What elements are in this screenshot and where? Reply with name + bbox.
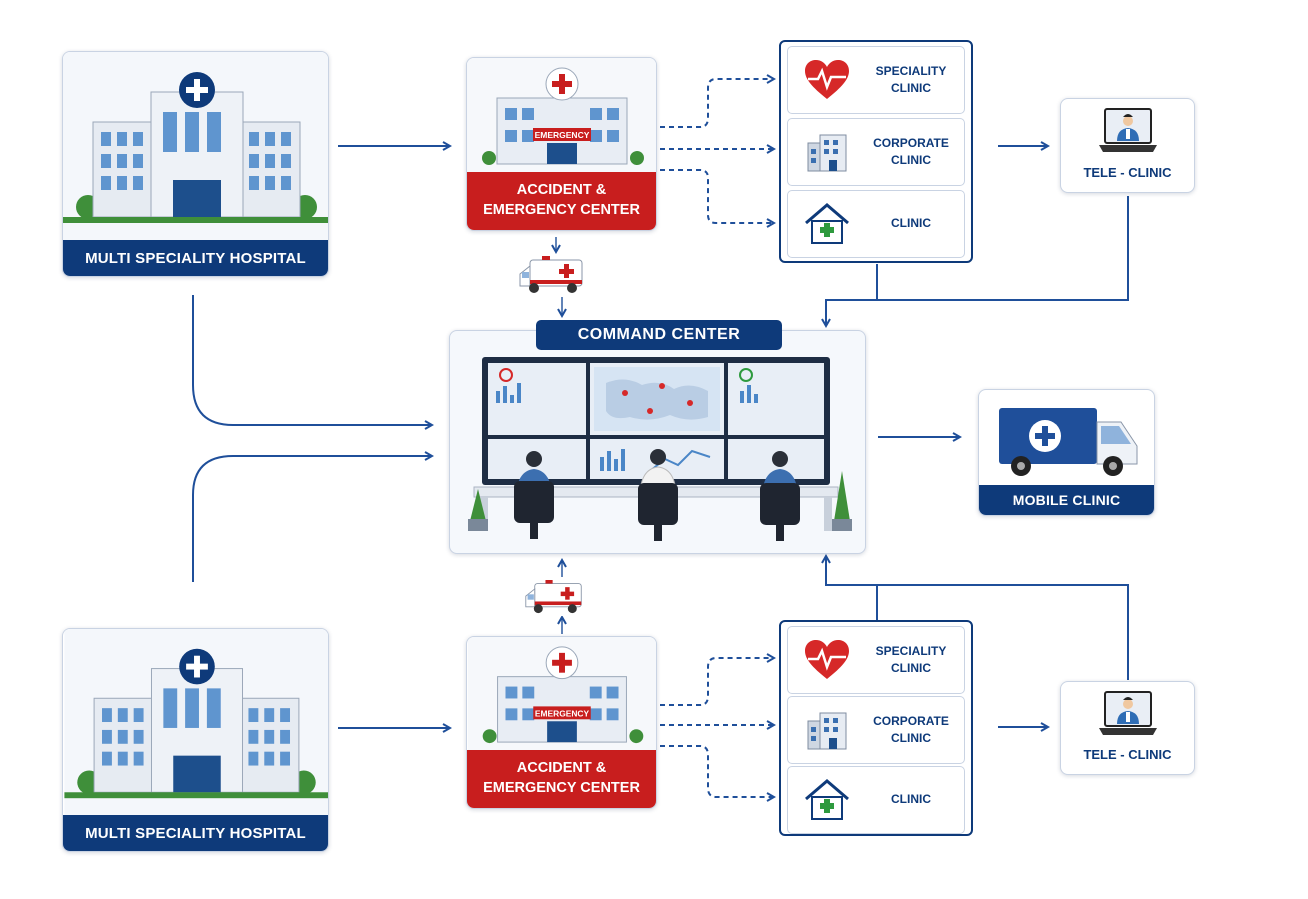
line-tele2-up <box>877 584 1129 680</box>
mobile-clinic-card: MOBILE CLINIC <box>978 389 1155 516</box>
tele-clinic-card: TELE - CLINIC <box>1060 98 1195 193</box>
emergency-center-label: ACCIDENT & EMERGENCY CENTER <box>467 172 656 230</box>
emergency-center-label: ACCIDENT & EMERGENCY CENTER <box>467 750 656 808</box>
mobile-clinic-van-icon <box>999 408 1138 476</box>
laptop-doctor-icon <box>1099 108 1157 152</box>
corporate-clinic-item: CORPORATE CLINIC <box>787 696 965 764</box>
heart-pulse-icon <box>805 640 849 679</box>
line-tele1-down <box>877 196 1129 301</box>
dash-ae1-speciality <box>660 79 774 128</box>
arrow-hospital2-to-command <box>192 456 432 582</box>
clinic-house-icon <box>805 779 849 820</box>
arrow-hospital1-to-command <box>192 295 432 425</box>
hospital-building-icon <box>64 629 328 817</box>
clinic-label: CORPORATE CLINIC <box>873 135 949 167</box>
emergency-center-card: EMERGENCY ACCIDENT & EMERGENCY CENTER <box>466 636 657 809</box>
laptop-doctor-icon <box>1099 691 1157 735</box>
dash-ae2-speciality <box>660 658 774 706</box>
dash-ae1-clinic <box>660 169 774 223</box>
hospital-label: MULTI SPECIALITY HOSPITAL <box>63 815 328 851</box>
heart-pulse-icon <box>805 60 849 99</box>
speciality-clinic-item: SPECIALITY CLINIC <box>787 626 965 694</box>
hospital-card: MULTI SPECIALITY HOSPITAL <box>62 51 329 277</box>
clinic-label: CLINIC <box>891 792 931 807</box>
office-building-icon <box>807 712 847 750</box>
command-center-card <box>449 330 866 554</box>
line-clinics1-down <box>826 264 878 326</box>
clinic-item: CLINIC <box>787 766 965 834</box>
emergency-building-icon: EMERGENCY <box>467 637 656 752</box>
tele-clinic-label: TELE - CLINIC <box>1083 165 1172 180</box>
clinic-label: SPECIALITY CLINIC <box>875 63 947 95</box>
hospital-card: MULTI SPECIALITY HOSPITAL <box>62 628 329 852</box>
ambulance-icon <box>524 578 592 616</box>
clinic-label: CLINIC <box>891 216 931 231</box>
tele-clinic-label: TELE - CLINIC <box>1083 747 1172 762</box>
command-center-illustration <box>468 357 852 541</box>
office-building-icon <box>807 134 847 172</box>
speciality-clinic-item: SPECIALITY CLINIC <box>787 46 965 114</box>
clinic-label: CORPORATE CLINIC <box>873 713 949 745</box>
emergency-sign: EMERGENCY <box>535 708 590 718</box>
clinic-item: CLINIC <box>787 190 965 258</box>
hospital-label: MULTI SPECIALITY HOSPITAL <box>63 240 328 276</box>
emergency-building-icon: EMERGENCY <box>467 58 656 174</box>
tele-clinic-card: TELE - CLINIC <box>1060 681 1195 775</box>
emergency-center-card: EMERGENCY ACCIDENT & EMERGENCY CENTER <box>466 57 657 231</box>
mobile-clinic-label: MOBILE CLINIC <box>979 485 1154 515</box>
clinic-group: SPECIALITY CLINIC CORPORATE CLINIC CLINI… <box>779 40 973 263</box>
emergency-sign: EMERGENCY <box>535 130 590 140</box>
clinic-group: SPECIALITY CLINIC CORPORATE CLINIC CLINI… <box>779 620 973 836</box>
clinic-house-icon <box>805 203 849 244</box>
clinic-label: SPECIALITY CLINIC <box>875 643 947 675</box>
corporate-clinic-item: CORPORATE CLINIC <box>787 118 965 186</box>
line-clinics2-up <box>826 556 878 620</box>
dash-ae2-clinic <box>660 745 774 797</box>
command-center-title: COMMAND CENTER <box>536 320 782 350</box>
ambulance-icon <box>518 254 594 296</box>
hospital-building-icon <box>63 52 328 242</box>
